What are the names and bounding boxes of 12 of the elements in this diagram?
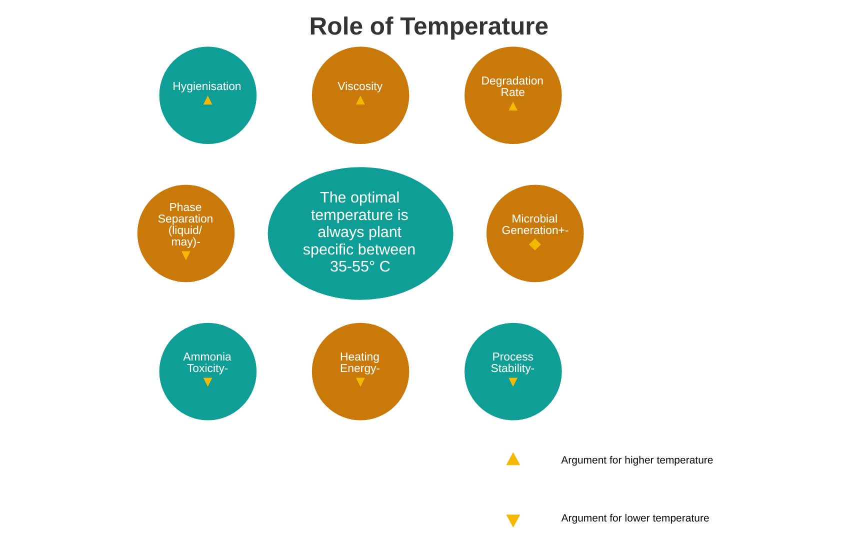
node-circle: Heating Energy- ▼ [312,322,410,420]
node-circle: Hygienisation ▲ [159,46,257,144]
node-ellipse: The optimal temperature is always plant specific between 35-55° C [268,167,454,300]
node-circle: Viscosity ▲ [312,46,410,144]
node-circle: Phase Separation (liquid/ may)- ▼ [137,184,235,282]
node-circle: Ammonia Toxicity- ▼ [159,322,257,420]
legend-label: Argument for higher temperature [561,455,714,466]
node-circle: Microbial Generation+- ◆ [486,184,584,282]
node-circle: Degradation Rate ▲ [464,46,562,144]
legend-label: Argument for lower temperature [561,514,710,525]
diagram-title: Role of Temperature [309,14,549,41]
node-circle: Process Stability- ▼ [464,322,562,420]
